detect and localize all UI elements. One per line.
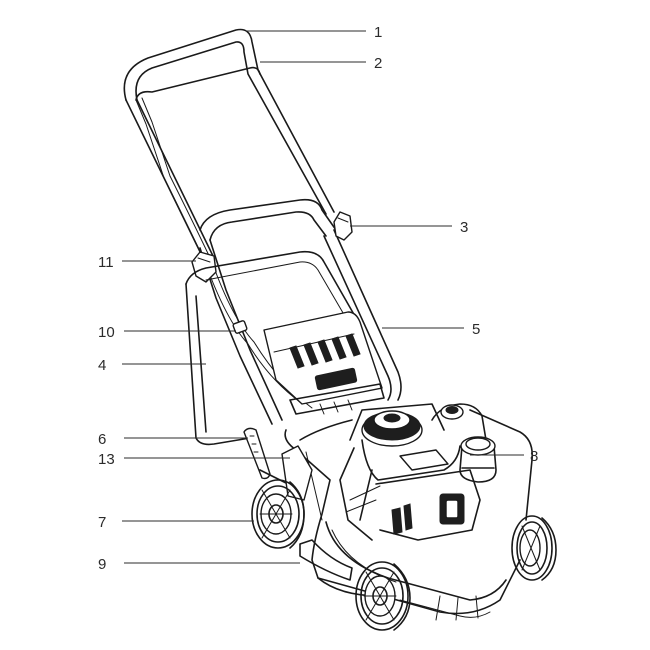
front-wheel-right <box>511 515 557 581</box>
catcher-vents <box>289 333 361 369</box>
lower-handle <box>199 198 402 425</box>
callout-3: 3 <box>460 219 468 236</box>
cable-clip <box>232 320 248 334</box>
front-wheel-left <box>355 561 411 631</box>
air-filter <box>459 436 497 483</box>
callout-2: 2 <box>374 55 382 72</box>
callout-11: 11 <box>98 254 114 271</box>
engine <box>339 403 481 541</box>
callout-4: 4 <box>98 357 106 374</box>
callout-labels: 1 2 3 4 5 6 7 8 9 10 11 13 <box>98 24 538 573</box>
control-bar <box>135 66 261 179</box>
callout-7: 7 <box>98 514 106 531</box>
callout-13: 13 <box>98 451 115 468</box>
callout-8: 8 <box>530 448 538 465</box>
callout-9: 9 <box>98 556 106 573</box>
cooling-fins <box>391 493 465 535</box>
handle-knob-left <box>191 251 217 283</box>
fuel-tank <box>431 403 487 449</box>
callout-5: 5 <box>472 321 480 338</box>
rear-wheel <box>251 479 305 549</box>
callout-6: 6 <box>98 431 106 448</box>
throttle-cable <box>163 177 301 403</box>
mower-deck <box>284 409 534 621</box>
handle-knob-right <box>333 211 353 241</box>
height-adjust-lever <box>243 427 293 487</box>
callout-10: 10 <box>98 324 115 341</box>
leader-lines <box>122 30 524 564</box>
grass-catcher <box>185 250 385 446</box>
callout-1: 1 <box>374 24 382 41</box>
upper-handle <box>123 28 335 263</box>
rear-flap <box>299 539 353 581</box>
mower-illustration <box>123 28 557 631</box>
